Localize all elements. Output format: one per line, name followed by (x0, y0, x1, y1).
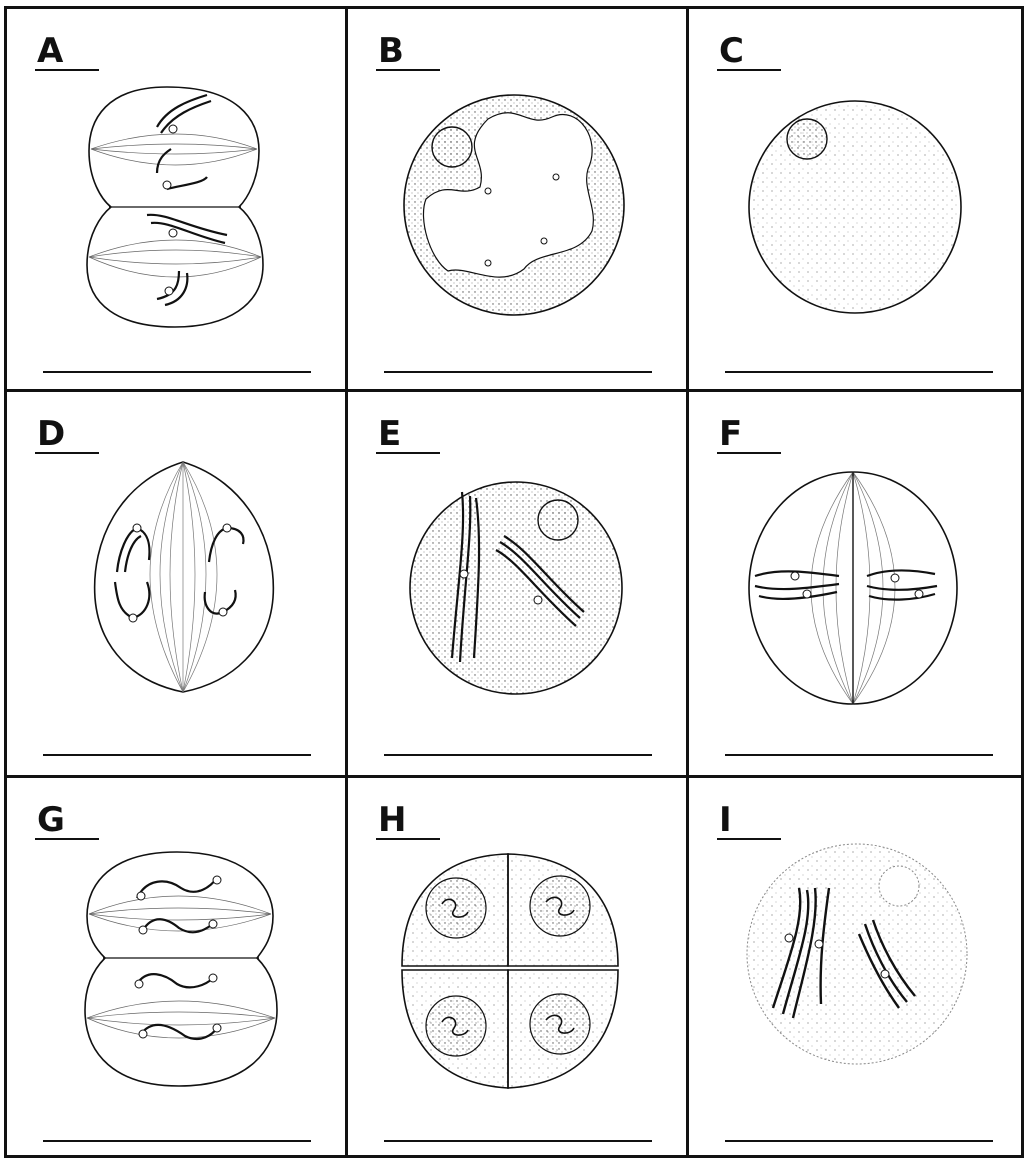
panel-e-answer-line[interactable] (384, 754, 652, 756)
panel-d-answer-line[interactable] (43, 754, 311, 756)
panel-i-cell-drawing (689, 778, 1028, 1162)
panel-a: A (7, 9, 347, 393)
panel-c: C (689, 9, 1028, 393)
panel-i-answer-line[interactable] (725, 1140, 993, 1142)
panel-f: F (689, 392, 1028, 776)
panel-g: G (7, 778, 347, 1162)
panel-d-cell-drawing (7, 392, 347, 776)
panel-h-answer-line[interactable] (384, 1140, 652, 1142)
panel-g-answer-line[interactable] (43, 1140, 311, 1142)
panel-d: D (7, 392, 347, 776)
panel-b: B (348, 9, 688, 393)
panel-f-cell-drawing (689, 392, 1028, 776)
panel-g-cell-drawing (7, 778, 347, 1162)
panel-b-cell-drawing (348, 9, 688, 393)
panel-c-answer-line[interactable] (725, 371, 993, 373)
panel-e: E (348, 392, 688, 776)
panel-i: I (689, 778, 1028, 1162)
panel-c-cell-drawing (689, 9, 1028, 393)
panel-a-answer-line[interactable] (43, 371, 311, 373)
panel-a-cell-drawing (7, 9, 347, 393)
panel-h: H (348, 778, 688, 1162)
panel-b-answer-line[interactable] (384, 371, 652, 373)
panel-h-cell-drawing (348, 778, 688, 1162)
panel-f-answer-line[interactable] (725, 754, 993, 756)
panel-e-cell-drawing (348, 392, 688, 776)
